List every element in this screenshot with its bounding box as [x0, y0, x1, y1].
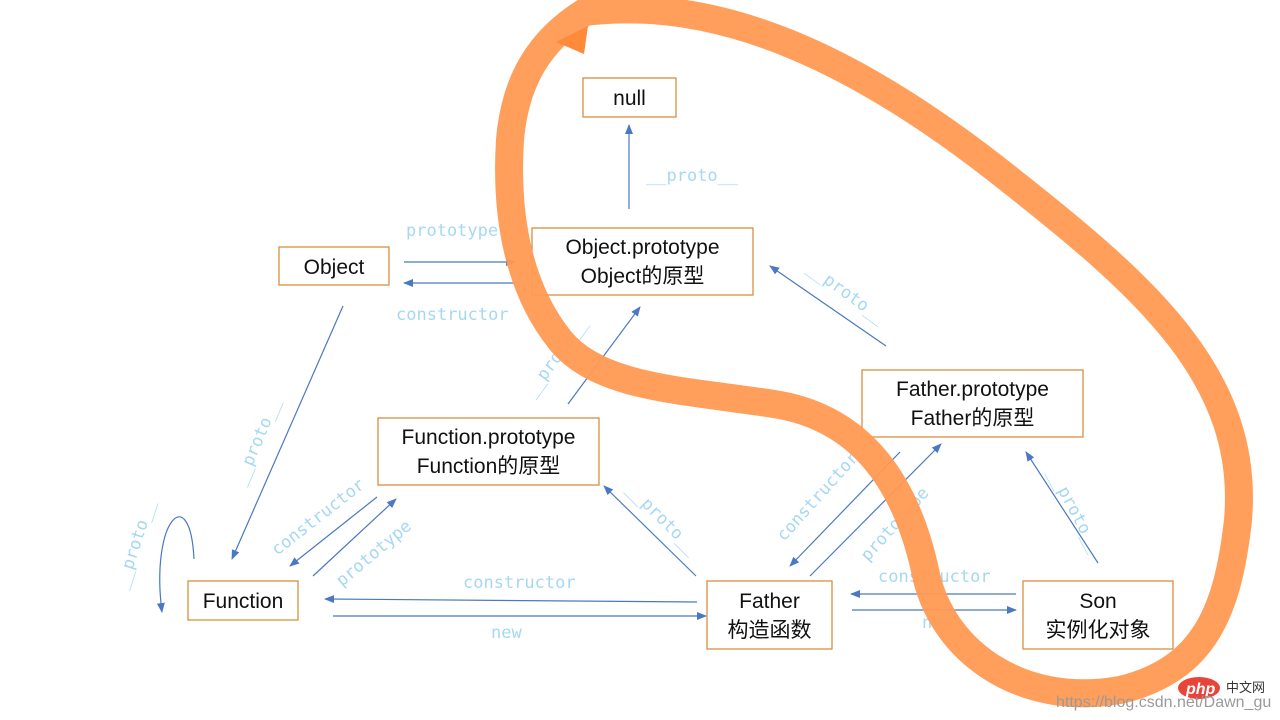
node-null-box	[582, 77, 677, 118]
highlight-stroke	[495, 0, 1253, 708]
arrow-function-self-proto	[156, 516, 195, 613]
label-prototype-object: prototype	[406, 221, 498, 241]
node-son-sublabel: 实例化对象	[1046, 619, 1151, 642]
node-object-box	[278, 246, 390, 286]
node-function-prototype-sublabel: Function的原型	[417, 455, 561, 478]
highlight-arrowhead	[556, 26, 588, 54]
label-new-function: new	[491, 623, 522, 643]
arrow-function-prototype	[312, 498, 397, 577]
node-father-box	[706, 580, 833, 650]
node-object-prototype-sublabel: Object的原型	[581, 265, 705, 288]
watermark-site-cn: 中文网	[1226, 680, 1265, 695]
node-boxes	[187, 77, 1174, 650]
node-function-box	[187, 580, 299, 621]
node-object-prototype-label: Object.prototype	[565, 236, 719, 259]
node-function-label: Function	[203, 590, 284, 613]
node-son-label: Son	[1079, 590, 1116, 613]
label-proto-function-self: __proto__	[112, 497, 160, 592]
arrows	[156, 124, 1099, 620]
node-father-prototype-sublabel: Father的原型	[911, 407, 1035, 430]
node-object-label: Object	[304, 256, 365, 279]
label-proto-father: __proto__	[622, 479, 702, 559]
label-constructor-father: constructor	[463, 573, 576, 593]
node-labels: null Object Object.prototype Object的原型 F…	[203, 87, 1151, 642]
label-constructor-fnproto: constructor	[268, 475, 369, 560]
watermark: php 中文网 https://blog.csdn.net/Dawn_gu	[1056, 677, 1271, 711]
arrow-fatherproto-proto-to-objproto	[769, 265, 887, 347]
label-constructor-object: constructor	[396, 305, 509, 325]
label-proto-object-function: __proto__	[230, 395, 285, 488]
arrow-fnproto-proto-to-objproto	[567, 306, 641, 405]
node-null-label: null	[613, 87, 646, 110]
arrow-father-constructor	[324, 595, 698, 604]
label-constructor-fatherproto: constructor	[773, 448, 863, 545]
label-prototype-function: prototype	[332, 516, 415, 591]
watermark-php-badge	[1178, 677, 1220, 699]
arrow-father-prototype	[809, 443, 942, 577]
node-father-sublabel: 构造函数	[728, 619, 812, 642]
label-proto-son: __proto__	[1044, 465, 1105, 556]
watermark-php-text: php	[1185, 681, 1216, 698]
node-object-prototype-box	[531, 227, 754, 296]
node-father-prototype-label: Father.prototype	[896, 378, 1049, 401]
label-proto-null: __proto__	[646, 166, 739, 186]
highlight-loop	[495, 0, 1253, 708]
arrow-fnproto-constructor	[289, 496, 378, 567]
arrow-son-proto-to-fatherproto	[1025, 451, 1099, 564]
label-proto-fatherproto: __proto__	[803, 258, 890, 329]
arrow-object-proto-to-function	[231, 305, 344, 560]
watermark-url: https://blog.csdn.net/Dawn_gu	[1056, 694, 1271, 711]
arrow-father-proto-to-fnproto	[603, 485, 697, 577]
node-father-prototype-box	[861, 369, 1084, 438]
node-father-label: Father	[739, 590, 800, 613]
node-function-prototype-label: Function.prototype	[402, 426, 576, 449]
node-function-prototype-box	[377, 417, 600, 486]
node-son-box	[1022, 580, 1174, 650]
